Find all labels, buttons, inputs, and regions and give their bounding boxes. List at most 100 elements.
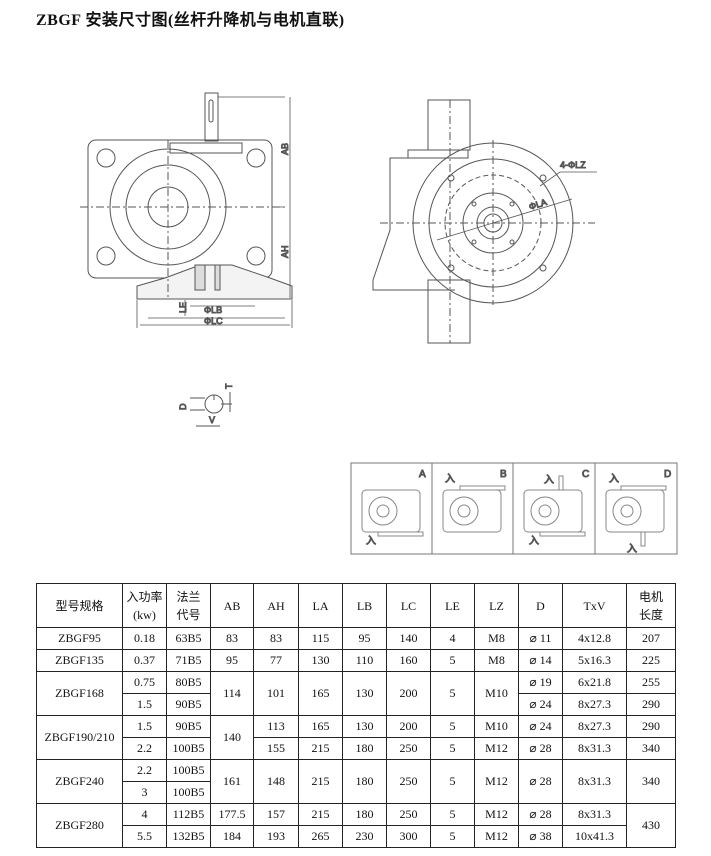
cell: ⌀ 28 — [518, 759, 563, 804]
cell: 110 — [342, 649, 387, 672]
cell: 5 — [430, 649, 475, 672]
input-label-c-top: 入 — [544, 475, 554, 486]
cell: 4 — [122, 803, 167, 826]
cell: 340 — [626, 737, 676, 760]
cell: 0.75 — [122, 671, 167, 694]
side-view — [372, 99, 597, 344]
cell: 290 — [626, 693, 676, 716]
mount-type-d-label: D — [664, 469, 671, 480]
la-label: ΦLA — [528, 197, 548, 212]
cell: ⌀ 38 — [518, 825, 563, 848]
cell: 130 — [298, 649, 343, 672]
le-label: LE — [178, 302, 188, 313]
cell: 215 — [298, 759, 343, 804]
header-power: 入功率(kw) — [122, 583, 167, 628]
cell: 83 — [253, 627, 299, 650]
cell: 140 — [386, 627, 431, 650]
input-label-b: 入 — [445, 474, 455, 485]
cell: 5x16.3 — [562, 649, 627, 672]
cell: 148 — [253, 759, 299, 804]
page-title: ZBGF 安装尺寸图(丝杆升降机与电机直联) — [36, 12, 345, 29]
ah-label: AH — [280, 245, 290, 258]
cell: M12 — [474, 737, 519, 760]
lc-label: ΦLC — [204, 316, 223, 326]
cell: 100B5 — [166, 737, 211, 760]
cell: 90B5 — [166, 715, 211, 738]
cell: 3 — [122, 781, 167, 804]
cell: 63B5 — [166, 627, 211, 650]
cell: 90B5 — [166, 693, 211, 716]
cell: 4x12.8 — [562, 627, 627, 650]
cell: ⌀ 14 — [518, 649, 563, 672]
input-label-a: 入 — [366, 536, 376, 547]
header-ab: AB — [210, 583, 254, 628]
cell: 8x31.3 — [562, 803, 627, 826]
header-lb: LB — [342, 583, 387, 628]
cell: 180 — [342, 759, 387, 804]
cell: ZBGF95 — [36, 627, 123, 650]
cell: 100B5 — [166, 781, 211, 804]
cell: 165 — [298, 671, 343, 716]
cell: 115 — [298, 627, 343, 650]
cell: 225 — [626, 649, 676, 672]
input-label-d-top: 入 — [609, 474, 619, 485]
cell: 83 — [210, 627, 254, 650]
cell: 177.5 — [210, 803, 254, 826]
cell: 155 — [253, 737, 299, 760]
cell: 8x31.3 — [562, 759, 627, 804]
cell: 180 — [342, 803, 387, 826]
cell: 180 — [342, 737, 387, 760]
cell: ⌀ 11 — [518, 627, 563, 650]
cell: 340 — [626, 759, 676, 804]
cell: 2.2 — [122, 759, 167, 782]
cell: 160 — [386, 649, 431, 672]
shaft-key-detail — [190, 392, 232, 427]
cell: 2.2 — [122, 737, 167, 760]
cell: 5 — [430, 671, 475, 716]
cell: 215 — [298, 803, 343, 826]
cell: 100B5 — [166, 759, 211, 782]
input-label-d-bottom: 入 — [627, 544, 637, 555]
cell: M8 — [474, 627, 519, 650]
cell: 161 — [210, 759, 254, 804]
cell: 5 — [430, 715, 475, 738]
cell: 101 — [253, 671, 299, 716]
cell: 95 — [210, 649, 254, 672]
cell: 230 — [342, 825, 387, 848]
cell: 430 — [626, 803, 676, 848]
cell: M10 — [474, 671, 519, 716]
cell: ⌀ 28 — [518, 737, 563, 760]
v-label: V — [209, 415, 215, 425]
header-motor-length: 电机长度 — [626, 583, 676, 628]
header-flange: 法兰代号 — [166, 583, 211, 628]
cell: 5 — [430, 759, 475, 804]
cell: ZBGF240 — [36, 759, 123, 804]
cell: 71B5 — [166, 649, 211, 672]
cell: 77 — [253, 649, 299, 672]
cell: 95 — [342, 627, 387, 650]
cell: ZBGF280 — [36, 803, 123, 848]
cell: 5.5 — [122, 825, 167, 848]
cell: 265 — [298, 825, 343, 848]
header-le: LE — [430, 583, 475, 628]
cell: 8x27.3 — [562, 715, 627, 738]
cell: M12 — [474, 759, 519, 804]
d-label: D — [178, 403, 188, 410]
lz-label: 4-ΦLZ — [560, 160, 586, 170]
cell: 200 — [386, 671, 431, 716]
header-lz: LZ — [474, 583, 519, 628]
front-view — [80, 92, 293, 328]
cell: 207 — [626, 627, 676, 650]
cell: 0.37 — [122, 649, 167, 672]
header-d: D — [518, 583, 563, 628]
mount-type-a-label: A — [419, 469, 426, 480]
cell: 215 — [298, 737, 343, 760]
cell: ⌀ 19 — [518, 671, 563, 694]
cell: 130 — [342, 671, 387, 716]
cell: 184 — [210, 825, 254, 848]
